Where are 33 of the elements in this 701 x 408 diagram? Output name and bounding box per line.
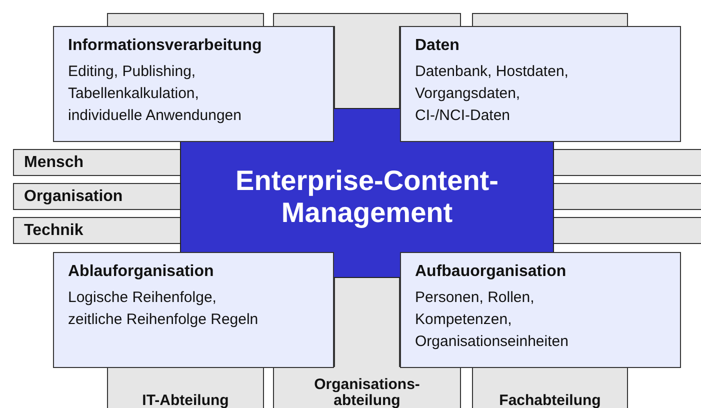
layer-band — [13, 183, 181, 210]
core-title: Enterprise-Content-Management — [234, 165, 500, 229]
info-card — [53, 252, 334, 368]
card-body-text: Editing, Publishing, Tabellenkalkulation, individuelle Anwendungen — [68, 62, 242, 126]
layer-band — [13, 217, 181, 244]
column-label: Fachabteilung — [498, 393, 602, 408]
card-body-text: Logische Reihenfolge, zeitliche Reihenfolge Regeln — [68, 288, 260, 330]
card-heading: Ablauforganisation — [68, 263, 215, 281]
layer-label: Technik — [24, 222, 84, 240]
card-heading: Daten — [415, 37, 460, 55]
layer-label: Mensch — [24, 154, 84, 172]
card-body-text: Datenbank, Hostdaten, Vorgangsdaten, CI-/NCI-Daten — [415, 62, 570, 126]
column-label: IT-Abteilung — [141, 393, 230, 408]
band-segment — [334, 278, 400, 367]
info-card — [400, 252, 681, 368]
column-label: Organisations-abteilung — [313, 377, 421, 408]
column-band — [273, 367, 461, 408]
layer-label: Organisation — [24, 188, 123, 206]
band-segment — [553, 183, 701, 210]
band-segment — [107, 13, 264, 26]
card-body-text: Personen, Rollen, Kompetenzen, Organisationseinheiten — [415, 288, 570, 352]
band-segment — [472, 13, 628, 26]
card-heading: Informationsverarbeitung — [68, 37, 263, 55]
column-band — [107, 367, 264, 408]
band-segment — [553, 217, 701, 244]
card-heading: Aufbauorganisation — [415, 263, 568, 281]
info-card — [400, 26, 681, 142]
band-segment — [334, 26, 400, 108]
info-card — [53, 26, 334, 142]
layer-band — [13, 149, 181, 176]
band-segment — [553, 149, 701, 176]
column-band — [472, 367, 628, 408]
band-segment — [273, 13, 461, 26]
